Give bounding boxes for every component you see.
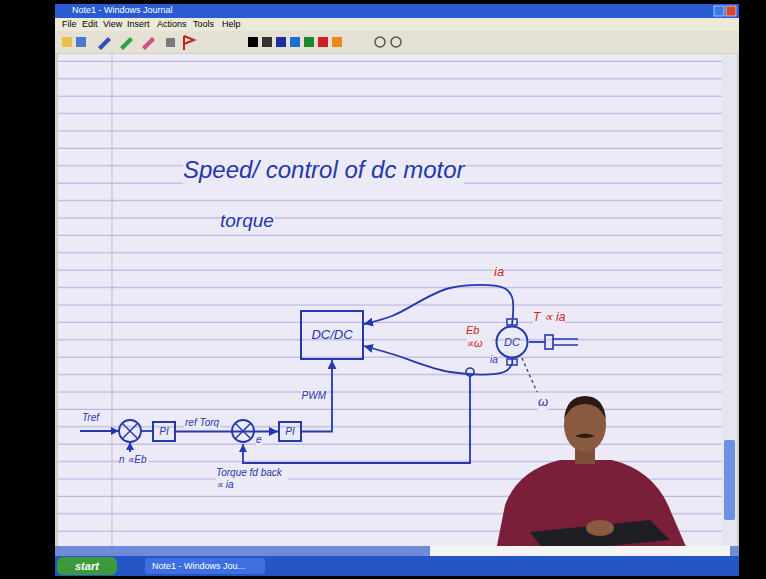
torque-note: T ∝ ia: [533, 311, 565, 325]
subtitle-note: torque: [220, 210, 274, 232]
coupling: [545, 335, 553, 349]
pen-icon: [120, 37, 133, 50]
tool-icon: [166, 38, 175, 47]
menu-bar: [55, 18, 739, 31]
signal-wire: [176, 431, 278, 433]
taskbar: [55, 556, 739, 576]
hair: [564, 396, 606, 420]
presenter: [430, 396, 730, 556]
summing-cross: [122, 423, 138, 439]
torque-feedback: [243, 376, 470, 463]
taskbar-button: [145, 558, 265, 574]
color-swatch: [262, 37, 272, 47]
node-text: DC: [504, 336, 520, 349]
current-label: ia: [494, 265, 504, 280]
motor-outline: [497, 327, 528, 358]
color-swatch: [276, 37, 286, 47]
controller-box: PI: [152, 421, 176, 442]
power-wire: [364, 285, 513, 325]
desk-paper: [430, 546, 730, 556]
controller-box: PI: [278, 421, 302, 442]
menu-item: Insert: [127, 19, 150, 29]
signal-label: PWM: [301, 390, 327, 402]
motor-shaft: [529, 341, 545, 343]
close-button: [726, 6, 736, 16]
hand: [586, 520, 614, 536]
load-shaft: [553, 339, 578, 345]
pen-icon: [98, 37, 111, 50]
menu-item: Edit: [82, 19, 98, 29]
color-swatch: [332, 37, 342, 47]
flag-icon: [184, 36, 194, 50]
signal-wire: [141, 430, 152, 432]
diagram-title: Speed/ control of dc motor: [183, 156, 464, 184]
window-title: Note1 - Windows Journal: [72, 5, 173, 15]
scroll-thumb: [724, 440, 735, 520]
current-label: ia: [490, 354, 498, 366]
menu-item: Actions: [157, 19, 187, 29]
feedback-note: Torque fd back ∝ ia: [216, 467, 288, 490]
menu-item: View: [103, 19, 122, 29]
node-text: PI: [285, 426, 294, 438]
zoom-icon: [375, 37, 385, 47]
scrollbar: [722, 54, 737, 546]
node-text: DC/DC: [311, 328, 352, 343]
motor-circle: DC: [495, 325, 529, 359]
menu-item: File: [62, 19, 77, 29]
reference-input: [80, 430, 119, 432]
eraser-icon: [142, 37, 155, 50]
margin-line: [112, 54, 113, 546]
toolbar-icons: [62, 36, 401, 50]
power-wire: [364, 346, 512, 375]
zoom-icon: [391, 37, 401, 47]
speed-feedback: [129, 442, 131, 452]
taskbar-label: Note1 - Windows Jou...: [152, 561, 245, 571]
speed-label: ω: [538, 395, 548, 410]
menu-item: Tools: [193, 19, 214, 29]
app-window: [55, 4, 739, 556]
converter-box: DC/DC: [300, 310, 364, 360]
leader-line: [522, 358, 537, 392]
status-strip: [55, 546, 739, 556]
start-button: [57, 557, 117, 575]
toolbar: [55, 31, 739, 53]
shirt: [495, 460, 690, 556]
tool-icon: [62, 37, 72, 47]
menu-item: Help: [222, 19, 241, 29]
color-swatch: [318, 37, 328, 47]
start-label: start: [75, 560, 99, 573]
signal-name: e: [256, 434, 262, 446]
feedback-note: n ∝Eb: [119, 454, 149, 466]
color-swatch: [304, 37, 314, 47]
color-swatch: [248, 37, 258, 47]
color-swatch: [290, 37, 300, 47]
summing-junction: [119, 420, 141, 442]
signal-name: Tref: [82, 412, 99, 424]
node-text: PI: [159, 426, 168, 438]
tool-icon: [76, 37, 86, 47]
title-bar: [55, 4, 739, 18]
window-button: [714, 6, 724, 16]
emf-note: Eb ∝ω: [466, 324, 492, 349]
mustache: [575, 434, 595, 439]
signal-label: ref Torq: [184, 417, 220, 429]
